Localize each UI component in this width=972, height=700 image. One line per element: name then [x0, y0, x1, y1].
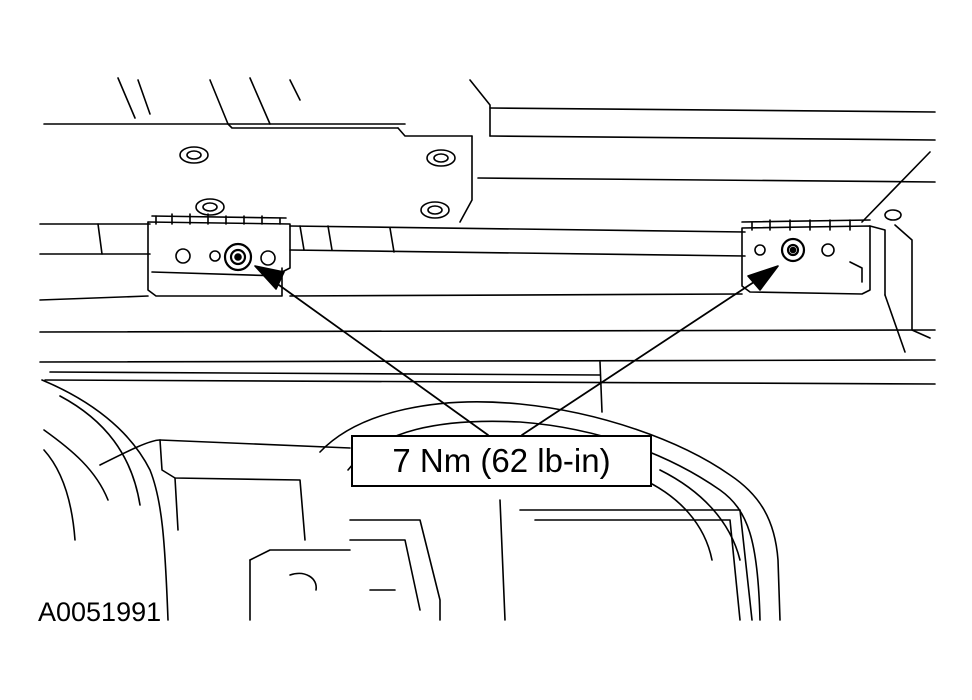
body-lines	[39, 293, 936, 413]
arrowhead-right-bolt	[747, 265, 779, 291]
lower-structure	[41, 379, 781, 621]
right-bracket	[741, 151, 931, 353]
leader-lines	[271, 277, 761, 436]
torque-label: 7 Nm (62 lb-in)	[392, 442, 611, 479]
figure-id: A0051991	[38, 597, 162, 627]
right-bolt	[780, 237, 806, 263]
left-bracket	[147, 213, 291, 297]
left-bolt	[223, 242, 253, 272]
arrowhead-left-bolt	[254, 265, 285, 290]
panel-holes	[179, 146, 456, 219]
rail-tube	[39, 223, 746, 257]
upper-panel	[43, 77, 936, 223]
torque-callout: 7 Nm (62 lb-in)	[351, 435, 652, 487]
